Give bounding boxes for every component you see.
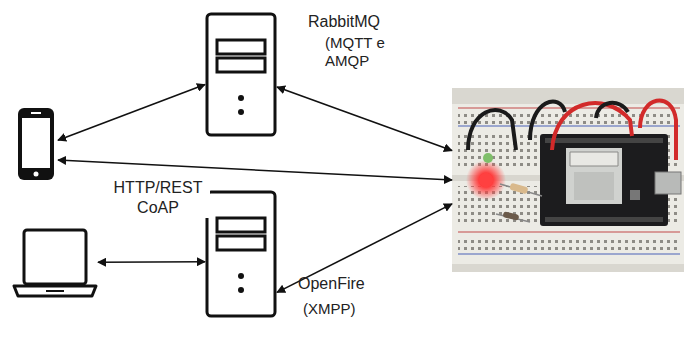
double-arrow (277, 204, 452, 293)
server-name: RabbitMQ (308, 12, 380, 31)
server-icon (207, 14, 275, 135)
server-icon (207, 192, 275, 316)
protocol-label: (XMPP) (303, 300, 356, 318)
breadboard-photo (452, 88, 684, 272)
server-box: RabbitMQ(MQTT e AMQP (205, 12, 277, 137)
laptop-box (12, 226, 98, 300)
protocol-label: (MQTT e AMQP (325, 34, 397, 70)
server-name: OpenFire (298, 274, 365, 293)
phone-icon (18, 108, 54, 180)
double-arrow (277, 87, 452, 151)
phone-box (14, 106, 58, 182)
laptop-icon (14, 230, 96, 296)
double-arrow (58, 160, 452, 180)
server-box: OpenFire(XMPP) (205, 190, 277, 318)
protocol-label: HTTP/REST CoAP (106, 178, 210, 218)
double-arrow (58, 85, 205, 141)
double-arrow (98, 261, 205, 263)
board-box (452, 88, 684, 272)
